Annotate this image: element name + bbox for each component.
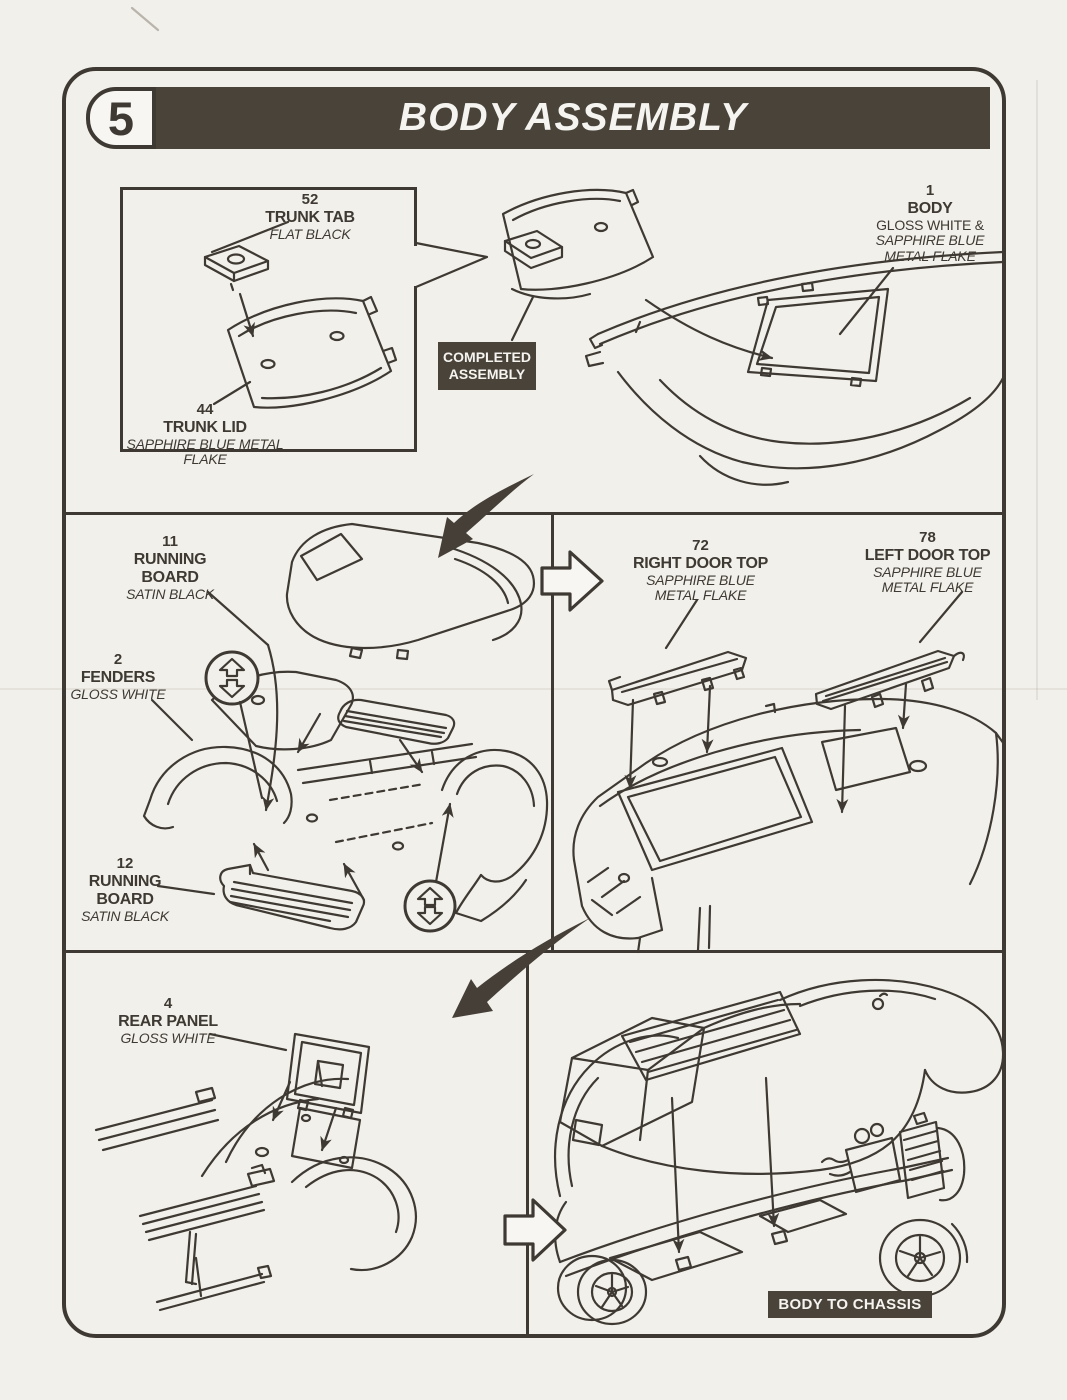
part-finish: METAL FLAKE	[654, 587, 747, 604]
part-number: 12	[116, 855, 134, 872]
part-name: BODY	[907, 199, 953, 217]
step-header: 5 BODY ASSEMBLY	[86, 87, 990, 149]
fold-crease	[1036, 80, 1038, 700]
part-name: FENDERS	[80, 668, 156, 686]
part-number: 11	[162, 533, 178, 550]
fold-crease	[0, 688, 1067, 690]
step-title: BODY ASSEMBLY	[398, 96, 748, 139]
step-number: 5	[107, 91, 135, 145]
part-finish: GLOSS WHITE &	[876, 216, 984, 233]
part-label-body: 1 BODY GLOSS WHITE & SAPPHIRE BLUE METAL…	[860, 182, 1000, 265]
panel-divider-middle	[551, 515, 554, 950]
callout-line: ASSEMBLY	[448, 366, 526, 382]
part-label-left-door-top: 78 LEFT DOOR TOP SAPPHIRE BLUE METAL FLA…	[855, 529, 1000, 596]
part-name: BOARD	[96, 890, 154, 908]
part-number: 2	[113, 651, 123, 668]
part-label-trunk-tab: 52 TRUNK TAB FLAT BLACK	[240, 191, 380, 242]
part-number: 78	[919, 529, 936, 546]
part-name: LEFT DOOR TOP	[864, 546, 991, 564]
part-name: REAR PANEL	[118, 1012, 218, 1030]
fold-mark	[130, 6, 160, 32]
part-name: RUNNING	[133, 550, 207, 568]
panel-divider-lower	[526, 953, 529, 1334]
part-label-trunk-lid: 44 TRUNK LID SAPPHIRE BLUE METAL FLAKE	[120, 401, 290, 468]
part-finish: SAPPHIRE BLUE METAL FLAKE	[126, 435, 284, 468]
part-finish: GLOSS WHITE	[120, 1029, 216, 1046]
part-finish: SAPPHIRE BLUE	[873, 563, 982, 580]
completed-assembly-callout: COMPLETED ASSEMBLY	[438, 342, 536, 390]
part-number: 44	[196, 401, 214, 418]
section-divider-bottom	[66, 950, 1002, 953]
step-number-badge: 5	[86, 87, 156, 149]
part-name: TRUNK TAB	[265, 208, 355, 226]
part-number: 52	[301, 191, 319, 208]
part-name: RIGHT DOOR TOP	[632, 554, 769, 572]
callout-line: COMPLETED	[443, 348, 531, 365]
part-finish: METAL FLAKE	[884, 248, 976, 265]
part-name: TRUNK LID	[163, 418, 247, 436]
part-finish: SATIN BLACK	[81, 907, 169, 924]
part-number: 1	[925, 182, 935, 199]
part-label-right-door-top: 72 RIGHT DOOR TOP SAPPHIRE BLUE METAL FL…	[628, 537, 773, 604]
part-finish: FLAT BLACK	[269, 225, 351, 242]
part-number: 72	[692, 537, 709, 554]
section-divider-top	[66, 512, 1002, 515]
part-finish: SAPPHIRE BLUE	[875, 232, 985, 249]
part-finish: SATIN BLACK	[126, 585, 214, 602]
part-finish: GLOSS WHITE	[70, 685, 166, 702]
part-number: 4	[163, 995, 173, 1012]
part-label-running-board-12: 12 RUNNING BOARD SATIN BLACK	[55, 855, 195, 924]
step-title-bar: BODY ASSEMBLY	[156, 87, 990, 149]
part-label-rear-panel: 4 REAR PANEL GLOSS WHITE	[98, 995, 238, 1046]
part-name: BOARD	[141, 568, 199, 586]
callout-line: BODY TO CHASSIS	[778, 1296, 922, 1313]
part-name: RUNNING	[88, 872, 162, 890]
part-finish: METAL FLAKE	[881, 579, 974, 596]
part-label-fenders: 2 FENDERS GLOSS WHITE	[48, 651, 188, 702]
part-label-running-board-11: 11 RUNNING BOARD SATIN BLACK	[100, 533, 240, 602]
trunk-detail-inset-box	[120, 187, 417, 452]
body-to-chassis-callout: BODY TO CHASSIS	[768, 1291, 932, 1318]
part-finish: SAPPHIRE BLUE	[646, 571, 755, 588]
